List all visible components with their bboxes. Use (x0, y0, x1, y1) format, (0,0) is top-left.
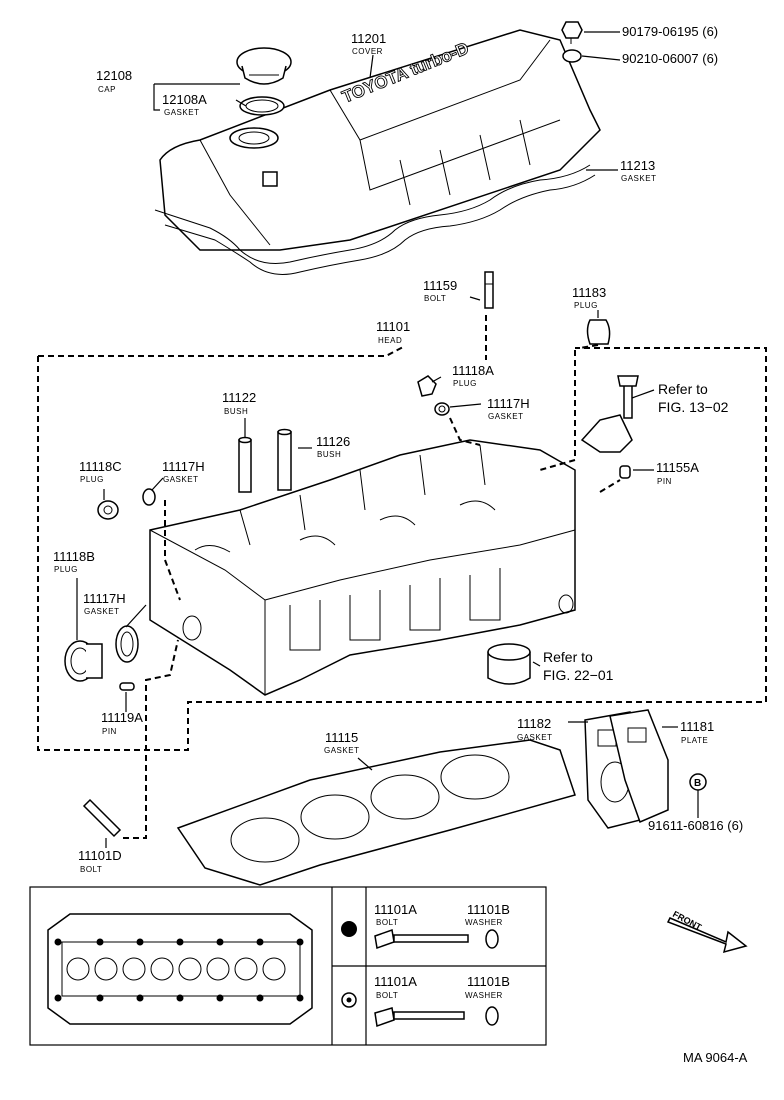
head-group-border (37, 345, 767, 751)
gasket-11182-number: 11182 (517, 716, 551, 731)
part-labels: 12108 CAP 12108A GASKET 11201 COVER 9017… (53, 24, 743, 874)
pin-11155A-name: PIN (657, 477, 672, 486)
bush-11126-part (277, 428, 292, 491)
bolt-11101D-number: 11101D (78, 848, 122, 863)
ref-13-line2: FIG. 13−02 (658, 399, 729, 415)
head-name: HEAD (378, 336, 402, 345)
pin-11119A-part (119, 682, 135, 691)
legend-row1-washer-name: WASHER (465, 918, 503, 927)
ref-13-line1: Refer to (658, 381, 708, 397)
diagram-code: MA 9064-A (683, 1050, 748, 1065)
gasket-11117H-low-part (115, 625, 139, 663)
cover-number: 11201 (351, 31, 386, 46)
legend-row2-washer-number: 11101B (467, 974, 510, 989)
bush-11122-part (238, 436, 252, 493)
bolt-91611-number: 91611-60816 (6) (648, 818, 743, 833)
pin-11119A-name: PIN (102, 727, 117, 736)
plug-11118B-number: 11118B (53, 549, 95, 564)
plate-11181-part (609, 709, 669, 824)
oil-filler-cap (236, 47, 292, 85)
nut-number: 90179-06195 (6) (622, 24, 718, 39)
front-arrow-icon: FRONT (666, 909, 748, 954)
pin-11155A-part (619, 465, 631, 479)
cover-nut (561, 21, 583, 44)
leader-lines (76, 31, 699, 848)
plug-11118A-part (417, 375, 437, 397)
cover-grommet (562, 49, 582, 63)
plug-11118C-part (97, 500, 119, 520)
plug-11118A-name: PLUG (453, 379, 477, 388)
cap-name: CAP (98, 85, 116, 94)
gasket-11117H-top-part (434, 402, 450, 416)
plug-11118C-name: PLUG (80, 475, 104, 484)
grommet-number: 90210-06007 (6) (622, 51, 718, 66)
bolt-91611-marker: B (689, 773, 707, 791)
bush-11122-name: BUSH (224, 407, 248, 416)
plug-11183-name: PLUG (574, 301, 598, 310)
bush-11126-name: BUSH (317, 450, 341, 459)
ref-22-line1: Refer to (543, 649, 593, 665)
legend-filled-dot-icon (341, 921, 357, 937)
bolt-11159-name: BOLT (424, 294, 446, 303)
bush-11126-number: 11126 (316, 434, 350, 449)
plug-11118C-number: 11118C (79, 459, 122, 474)
cap-gasket-name: GASKET (164, 108, 199, 117)
cap-number: 12108 (96, 68, 132, 83)
legend-row2-washer-name: WASHER (465, 991, 503, 1000)
plate-11181-name: PLATE (681, 736, 708, 745)
legend-bolt-dots (54, 938, 304, 1002)
plate-11181-number: 11181 (680, 719, 714, 734)
pin-11119A-number: 11119A (101, 710, 143, 725)
cover-gasket-outline (154, 164, 596, 275)
plug-11118A-number: 11118A (452, 363, 494, 378)
legend-row2-bolt-name: BOLT (376, 991, 398, 1000)
legend-row2-bolt-number: 11101A (374, 974, 417, 989)
refer-13-part (580, 375, 639, 453)
gasket-11117H-left-part (142, 488, 156, 506)
gasket-11117H-left-name: GASKET (163, 475, 198, 484)
gasket-11117H-low-number: 11117H (83, 591, 126, 606)
head-gasket-number: 11115 (325, 730, 358, 745)
cylinder-head (149, 439, 576, 696)
bolt-11159-part (484, 271, 494, 309)
plug-11118B-part (64, 640, 103, 682)
plug-11183-part (586, 319, 611, 345)
cover-gasket-number: 11213 (620, 158, 655, 173)
bush-11122-number: 11122 (222, 390, 256, 405)
legend-box: 11101A BOLT 11101B WASHER 11101A BOLT 11… (29, 886, 547, 1046)
bolt-11101D-part (82, 798, 122, 838)
legend-row1-bolt-name: BOLT (376, 918, 398, 927)
legend-row1-bolt-number: 11101A (374, 902, 417, 917)
ref-22-line2: FIG. 22−01 (543, 667, 614, 683)
cover-name: COVER (352, 47, 383, 56)
plug-11118B-name: PLUG (54, 565, 78, 574)
gasket-11117H-low-name: GASKET (84, 607, 119, 616)
cap-gasket-ring (239, 96, 285, 116)
bolt-91611-marker-letter: B (694, 778, 701, 789)
bolt-11159-number: 11159 (423, 278, 457, 293)
pin-11155A-number: 11155A (656, 460, 699, 475)
gasket-11182-name: GASKET (517, 733, 552, 742)
head-gasket-name: GASKET (324, 746, 359, 755)
cylinder-head-gasket (176, 739, 576, 886)
legend-cylinder-circles (66, 957, 286, 981)
refer-22-part (487, 643, 531, 685)
cover-gasket-name: GASKET (621, 174, 656, 183)
bolt-11101D-name: BOLT (80, 865, 102, 874)
legend-row1-washer-number: 11101B (467, 902, 510, 917)
head-number: 11101 (376, 319, 410, 334)
gasket-11117H-top-number: 11117H (487, 396, 530, 411)
gasket-11117H-top-name: GASKET (488, 412, 523, 421)
gasket-11117H-left-number: 11117H (162, 459, 205, 474)
cylinder-head-cover: TOYOTA turbo-D (159, 29, 601, 251)
plug-11183-number: 11183 (572, 285, 606, 300)
cap-gasket-number: 12108A (162, 92, 207, 107)
